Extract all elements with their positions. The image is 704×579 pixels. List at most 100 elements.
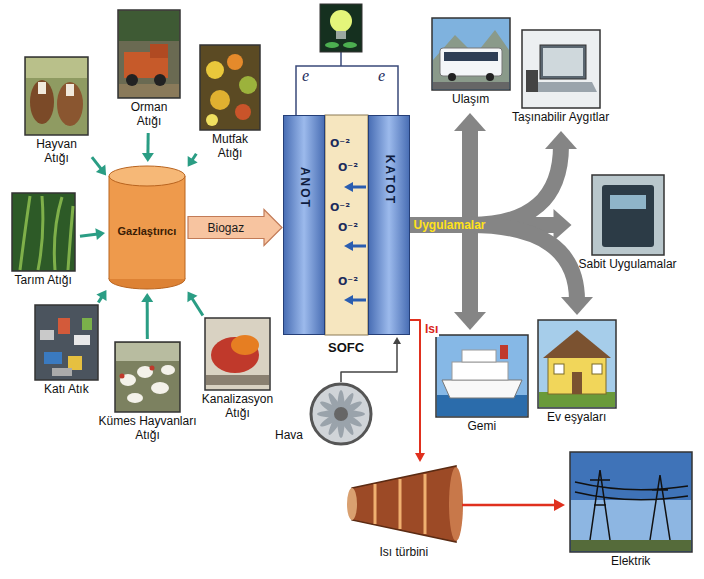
ship-photo (452, 362, 508, 380)
arrow-head (142, 153, 154, 162)
node-label: Orman Atığı (119, 101, 179, 129)
poultry-photo (127, 393, 143, 403)
arrow-head (545, 131, 577, 149)
animal-photo (38, 82, 46, 94)
bulb-picture (343, 42, 357, 48)
electrolyte-layer (352, 186, 366, 189)
grid-photo (571, 500, 691, 540)
electrode-strip: KATOT (368, 115, 410, 335)
electrolyte-layer (352, 299, 366, 302)
house-photo (538, 320, 616, 408)
solid-waste-photo (52, 368, 72, 376)
animal-photo (30, 80, 54, 124)
arrow-head (141, 293, 153, 302)
solid-waste-photo (44, 352, 62, 364)
heat-turbine: Isı türbini (348, 465, 460, 561)
bus-photo (433, 82, 509, 89)
electrolyte-layer (344, 182, 353, 192)
poultry-photo (115, 342, 180, 412)
bus-photo (432, 18, 510, 90)
arrow-head (454, 312, 486, 330)
connector (188, 210, 282, 246)
house-photo (554, 364, 564, 374)
sewage-photo (205, 318, 270, 390)
stationary-unit-photo (592, 175, 664, 255)
house-photo (592, 364, 602, 374)
animal-photo (66, 84, 74, 96)
electrolyte-layer (325, 115, 368, 335)
gasifier-outline (109, 166, 185, 186)
connector-line (192, 298, 203, 316)
forest-photo (119, 84, 179, 97)
node-label: ANOT (297, 167, 311, 209)
node-label: Isı türbini (380, 546, 429, 560)
solid-waste-photo (82, 318, 92, 330)
ion-label: O⁻² (338, 161, 358, 174)
electron-label: e (378, 68, 385, 84)
arrow-head (561, 297, 593, 315)
sewage-photo (231, 335, 259, 355)
edge-label: Isı (424, 323, 439, 337)
crop-photo (12, 193, 75, 271)
house-photo (543, 330, 611, 358)
laptop-photo (526, 70, 538, 92)
grid-photo (575, 470, 688, 540)
bus-photo (440, 48, 502, 76)
ion-label: O⁻² (330, 201, 350, 214)
waste-source: Orman Atığı (116, 10, 182, 130)
ship-photo (500, 345, 508, 359)
kitchen-photo (210, 90, 230, 110)
electrode-strip: ANOT (283, 115, 325, 335)
connector-line (80, 234, 98, 236)
turbine-picture (424, 474, 427, 534)
waste-source: Katı Atık (33, 305, 100, 398)
ship-photo (436, 335, 528, 417)
connector-line (410, 225, 470, 316)
fan-picture (311, 384, 371, 444)
solid-waste-photo (35, 305, 98, 380)
turbine-picture (352, 466, 456, 542)
node-label: Kanalizasyon Atığı (198, 393, 278, 421)
fan-picture (334, 407, 348, 421)
bus-photo (444, 52, 498, 61)
laptop-photo (540, 45, 586, 79)
waste-source: Kümes Hayvanları Atığı (92, 342, 204, 444)
connector-line (410, 320, 420, 455)
bus-photo (433, 30, 509, 89)
solid-waste-photo (58, 318, 70, 334)
turbine-picture (347, 466, 463, 542)
node-label: Ulaşım (452, 93, 489, 107)
node-label: Hava (275, 429, 303, 443)
bulb-picture (320, 4, 362, 52)
arrow-head (187, 291, 197, 302)
animal-photo (26, 58, 87, 78)
application: Gemi (434, 335, 530, 435)
arrow-head (554, 209, 572, 241)
connector (80, 228, 105, 240)
poultry-photo (151, 382, 169, 394)
arrow-head (188, 156, 198, 167)
ship-photo (462, 350, 496, 362)
kitchen-photo (227, 54, 243, 70)
animal-photo (25, 57, 88, 135)
connector-line (462, 504, 556, 507)
node-label: Sabit Uygulamalar (579, 258, 677, 272)
solid-waste-photo (68, 356, 82, 370)
animal-photo (57, 82, 83, 126)
ion-label: O⁻² (338, 221, 358, 234)
electrolyte-layer (352, 245, 366, 248)
connector-line (146, 300, 149, 339)
bulb-picture (340, 52, 342, 66)
solid-waste-photo (40, 330, 54, 340)
crop-photo (12, 193, 75, 271)
bulb-picture (296, 4, 398, 115)
electrolyte-layer (344, 241, 353, 251)
arrow-head (95, 228, 105, 240)
connector-line (410, 145, 561, 225)
turbine-picture (399, 479, 402, 529)
ship-photo (436, 335, 528, 417)
node-label: Mutfak Atığı (200, 133, 260, 161)
node-label: Tarım Atığı (15, 274, 72, 288)
stationary-unit-photo (610, 195, 646, 209)
